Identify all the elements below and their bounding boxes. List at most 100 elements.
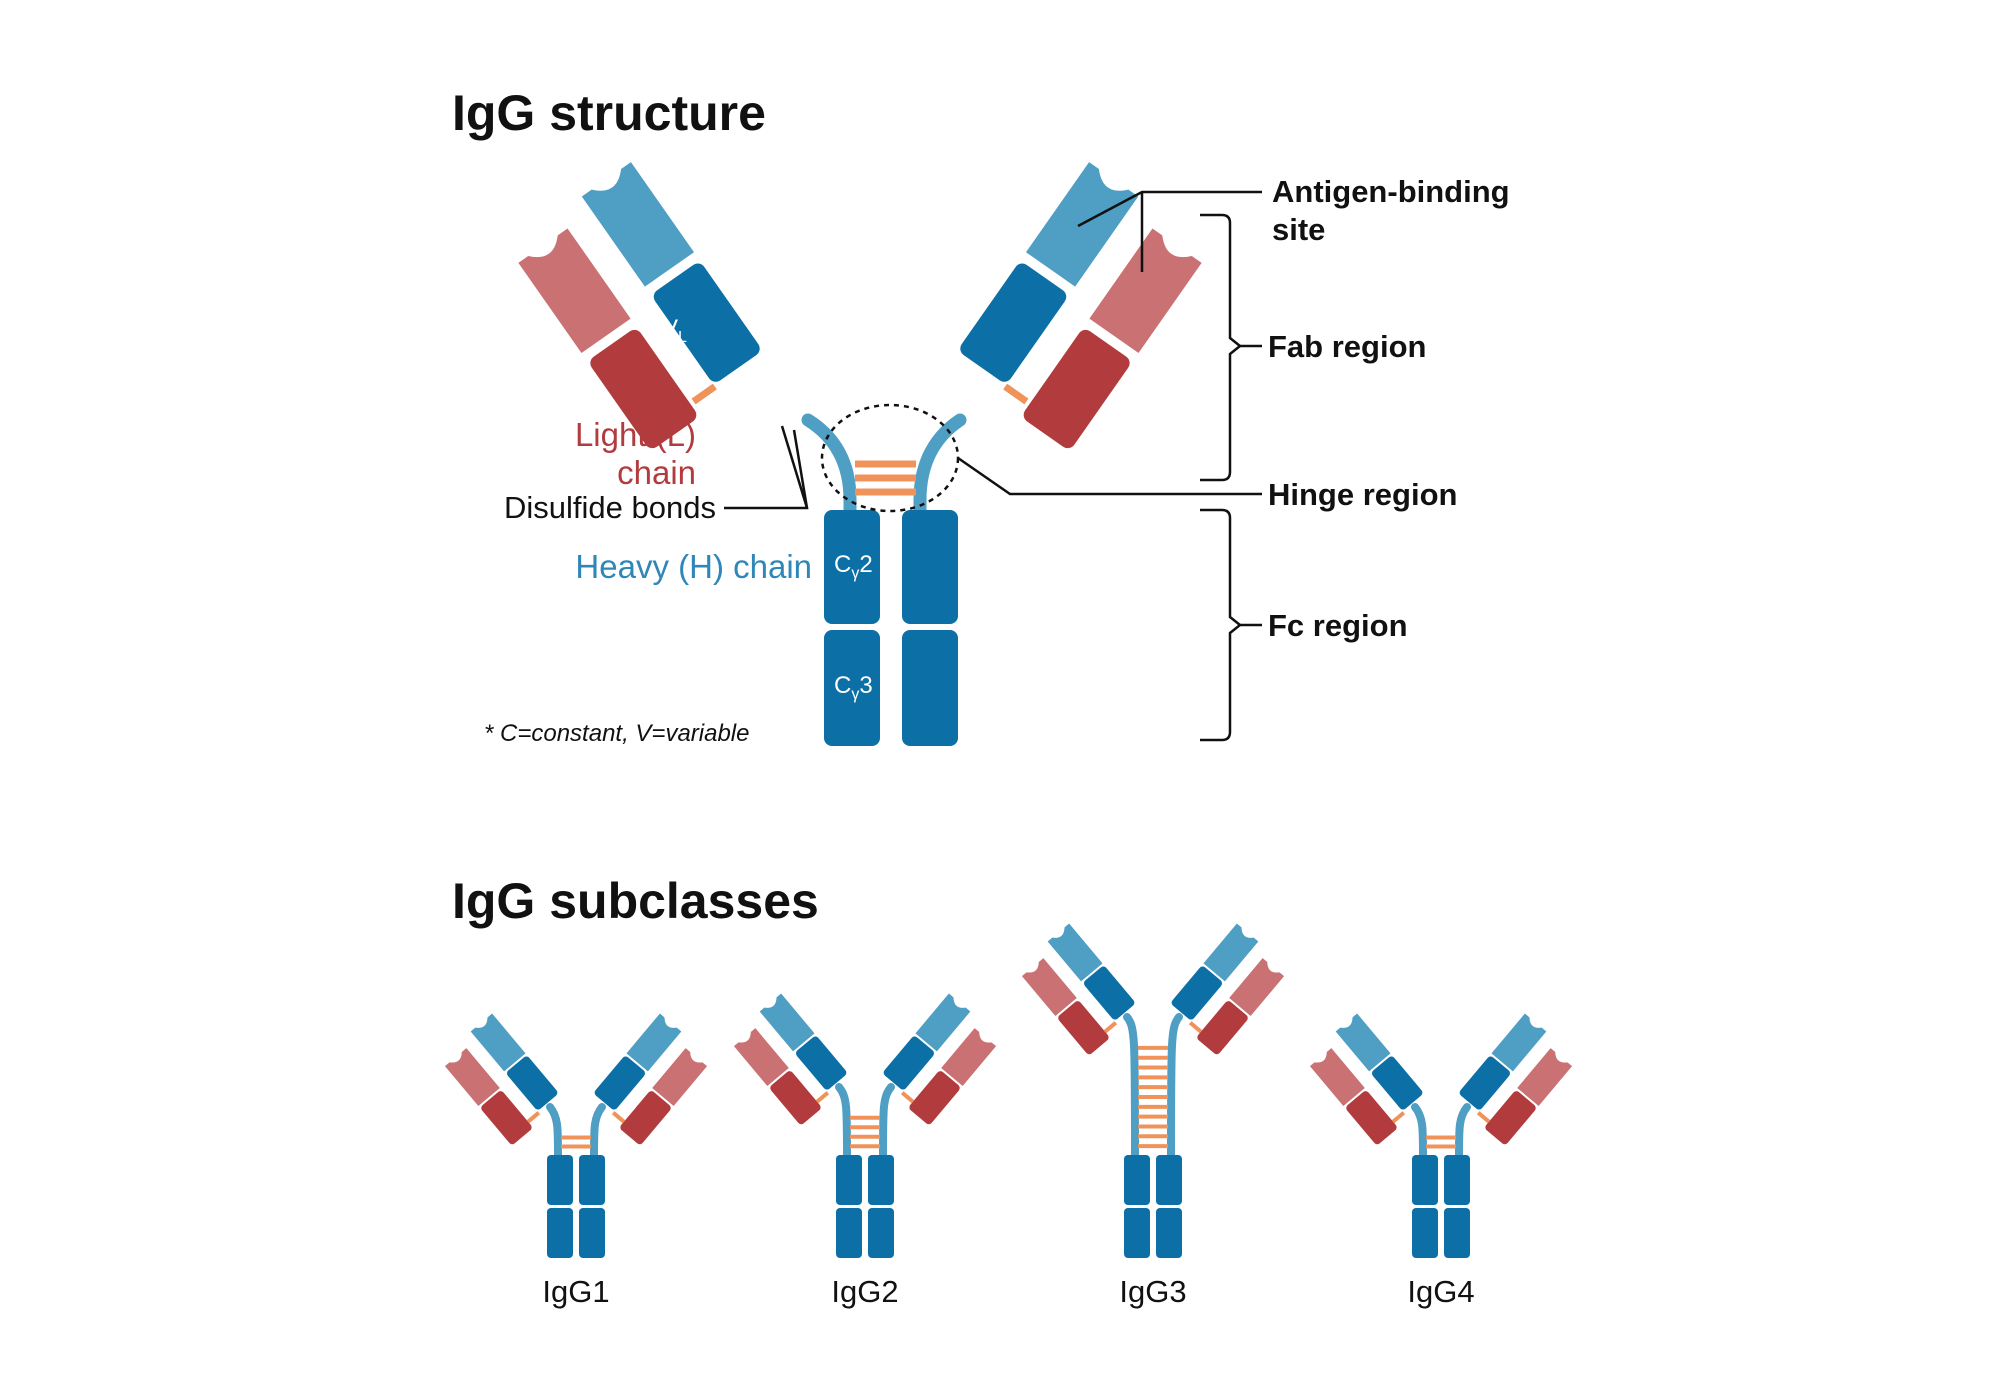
cg3-domain [1412,1208,1438,1258]
cl-domain [1197,1001,1248,1055]
cg3-domain-left [824,630,880,746]
cl-domain [620,1091,671,1145]
cg1-domain [1171,966,1222,1020]
right-fab-arm [1171,923,1285,1055]
structure-title: IgG structure [452,85,766,141]
right-hinge-strand [913,413,967,519]
interchain-disulfide-bond [900,1091,915,1104]
hinge-strand [1167,1013,1183,1159]
hinge-strand [546,1103,562,1159]
vh-domain [1203,923,1259,982]
vh-domain [626,1013,682,1072]
cg3-domain [1124,1208,1150,1258]
vh-domain [470,1013,526,1072]
cl-domain [1346,1091,1397,1145]
cl-domain [481,1091,532,1145]
vl-domain-right [1089,228,1202,353]
hinge-strand [1411,1103,1427,1159]
cg3-domain-right [902,630,958,746]
right-fab-arm [960,162,1202,449]
vh-domain-left [581,162,695,287]
cg2-domain [836,1155,862,1205]
cg1-domain-right [960,263,1067,382]
subclass-group: IgG1 IgG2 IgG3 IgG4 [444,923,1573,1309]
left-fab-arm [1309,1013,1423,1145]
vh-domain [1335,1013,1391,1072]
cg1-domain [1372,1056,1423,1110]
left-fab-arm [1021,923,1135,1055]
subclass-label: IgG1 [542,1274,609,1309]
cg2-domain [579,1155,605,1205]
footnote: * C=constant, V=variable [484,720,750,747]
right-fab-arm [1459,1013,1573,1145]
subclass-label: IgG2 [831,1274,898,1309]
right-fab-arm [883,993,997,1125]
cg1-domain [594,1056,645,1110]
antigen-binding-label-2: site [1272,212,1325,247]
subclass-label: IgG4 [1407,1274,1474,1309]
hinge-strand [879,1083,895,1159]
cl-domain-left [590,329,697,449]
subclasses-title: IgG subclasses [452,873,819,929]
cg3-domain [836,1208,862,1258]
cg1-domain [796,1036,847,1090]
cg3-domain [1156,1208,1182,1258]
cg2-domain [868,1155,894,1205]
hinge-strand [1123,1013,1139,1159]
cl-domain [770,1071,821,1125]
interchain-disulfide-bond [611,1111,626,1124]
vh-domain [1047,923,1103,982]
vh-domain [915,993,971,1052]
interchain-disulfide-bond [815,1091,830,1104]
vh-domain [759,993,815,1052]
igg-main-antibody: VH VL Cγ1 CL Cγ2 Cγ3 [518,162,1202,746]
cg2-domain-left [824,510,880,624]
interchain-disulfide-bond [1391,1111,1406,1124]
cg3-domain [1444,1208,1470,1258]
cg1-domain [1084,966,1135,1020]
cl-label: CL [726,407,752,438]
vh-label: VH [726,273,754,304]
disulfide-leader [780,425,809,509]
cg3-domain [547,1208,573,1258]
vl-domain [1229,958,1285,1017]
cl-domain [1058,1001,1109,1055]
cg1-label: Cγ1 [782,363,821,394]
hinge-region-label: Hinge region [1268,477,1457,512]
cg1-domain [1459,1056,1510,1110]
cl-domain [1485,1091,1536,1145]
fab-bracket [1200,213,1243,482]
subclass-igg1: IgG1 [444,1013,708,1309]
right-fab-arm [594,1013,708,1145]
cg2-domain-right [902,510,958,624]
interchain-disulfide-bond [1103,1021,1118,1034]
light-chain-label-2: chain [617,454,696,491]
left-hinge-strand [801,413,857,519]
cg1-domain-left [653,263,760,382]
vl-domain-left [518,228,631,353]
vl-domain [444,1048,500,1107]
cg2-domain [1156,1155,1182,1205]
interchain-disulfide-bond [1476,1111,1491,1124]
cl-domain [909,1071,960,1125]
subclass-label: IgG3 [1119,1274,1186,1309]
vl-domain [652,1048,708,1107]
vl-domain [1309,1048,1365,1107]
left-fab-arm [444,1013,558,1145]
vl-domain [1517,1048,1573,1107]
cg1-domain [507,1056,558,1110]
fc-region-label: Fc region [1268,608,1408,643]
interchain-disulfide-bond [1003,383,1029,405]
cg3-domain [868,1208,894,1258]
cg2-label: Cγ2 [834,551,873,582]
cg2-domain [547,1155,573,1205]
vl-domain [733,1028,789,1087]
callout-lines [724,190,1262,742]
left-fab-arm [733,993,847,1125]
interchain-disulfide-bond [691,383,717,405]
vl-label: VL [662,315,687,346]
hinge-strand [835,1083,851,1159]
vh-domain [1491,1013,1547,1072]
subclass-igg4: IgG4 [1309,1013,1573,1309]
vl-domain [941,1028,997,1087]
